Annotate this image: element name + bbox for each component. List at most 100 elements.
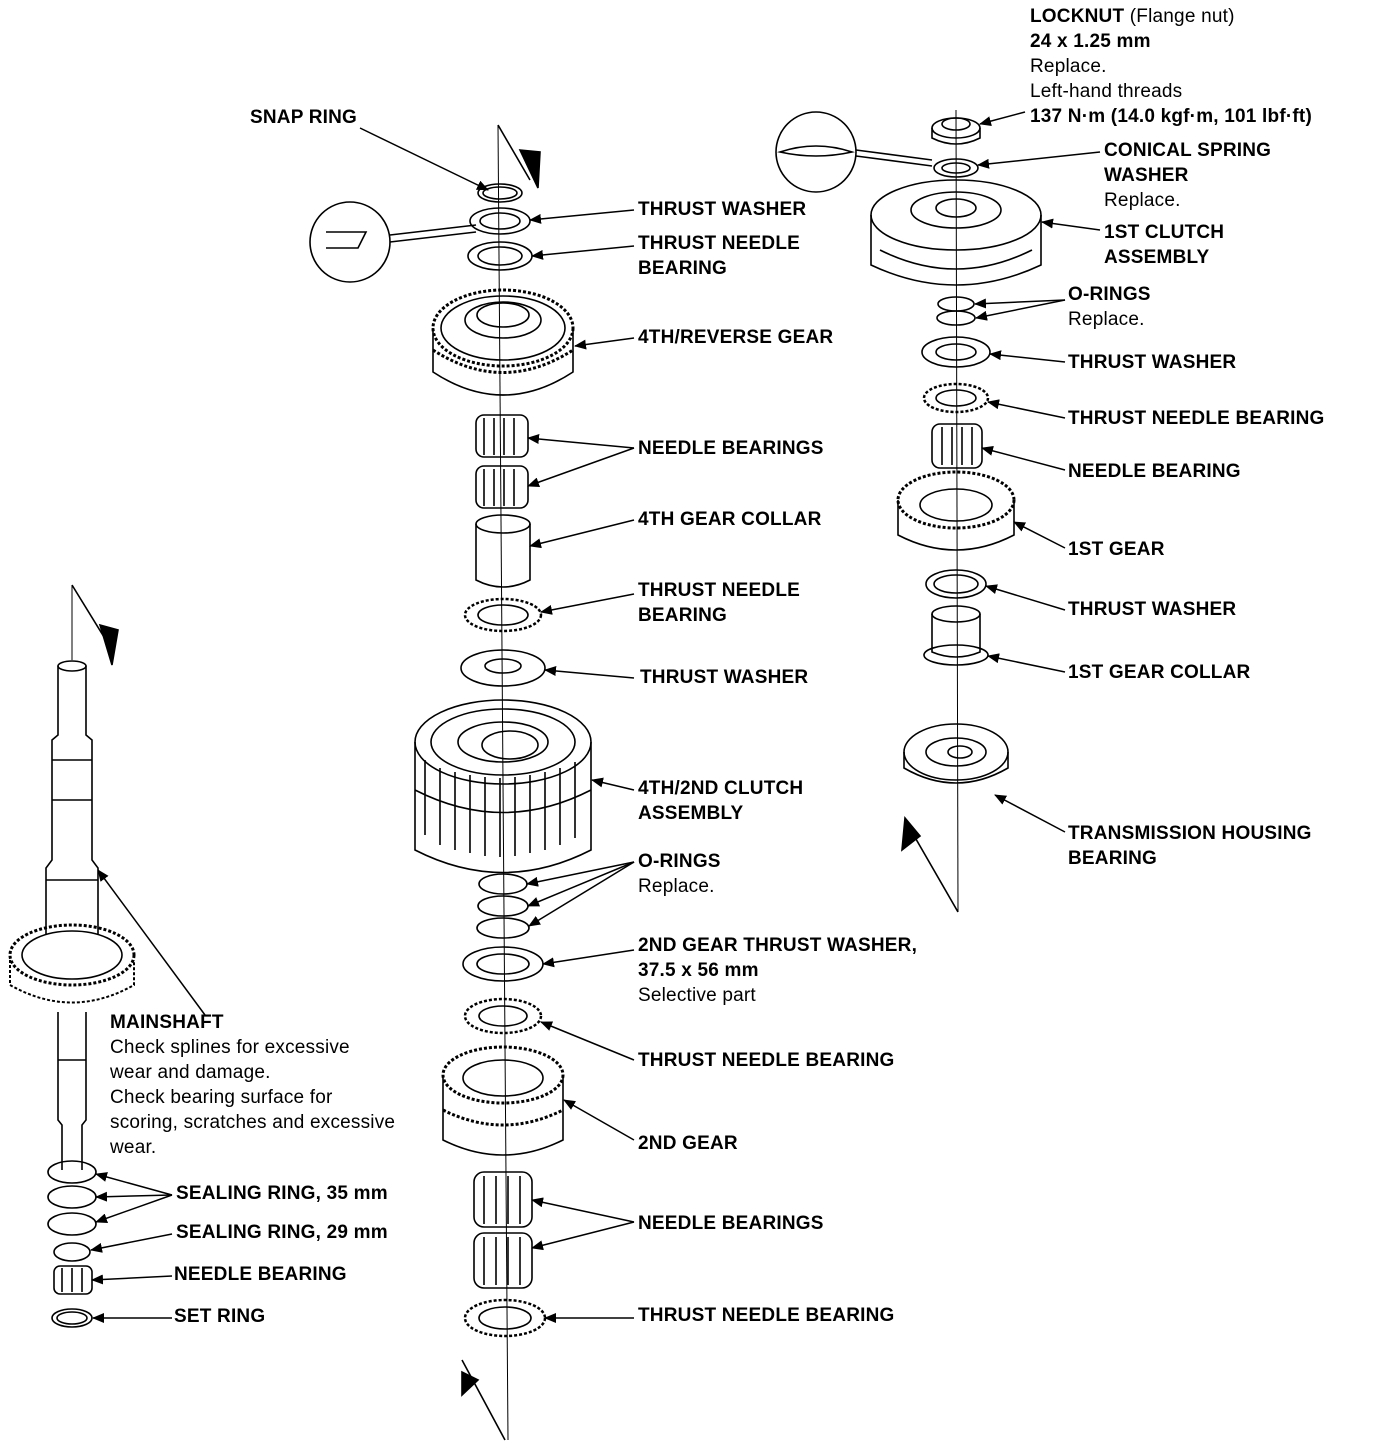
transmission-housing-bearing-part <box>903 723 1009 784</box>
leader-thrust-needle-bearing-r1 <box>987 399 1066 419</box>
label-needle-bearing-l: NEEDLE BEARING <box>174 1264 347 1285</box>
fourth-second-clutch-part <box>414 699 592 874</box>
label-thrust-needle-bearing-c2: THRUST NEEDLE BEARING <box>638 580 800 626</box>
leader-first-gear-collar <box>987 653 1066 673</box>
leader-thrust-washer-c2 <box>544 666 635 679</box>
leader-fourth-second-clutch <box>591 777 635 791</box>
leader-o-rings-right-2 <box>975 299 1066 321</box>
label-conical-spring-washer: CONICAL SPRING WASHER Replace. <box>1104 140 1272 211</box>
label-needle-bearings-c2: NEEDLE BEARINGS <box>638 1213 824 1234</box>
label-transmission-housing-bearing: TRANSMISSION HOUSING BEARING <box>1068 823 1312 869</box>
needle-bearing-part-l <box>53 1265 93 1295</box>
second-gear-part <box>441 1045 565 1156</box>
label-locknut: LOCKNUT (Flange nut) 24 x 1.25 mm Replac… <box>1030 6 1312 127</box>
leader-locknut <box>979 111 1026 126</box>
label-thrust-washer-c2: THRUST WASHER <box>640 667 809 688</box>
leader-thrust-needle-bearing-c1 <box>531 245 635 260</box>
needle-bearing-part-c1a <box>475 414 529 458</box>
thrust-needle-bearing-part-c2 <box>463 597 543 633</box>
first-gear-collar-part <box>923 605 989 666</box>
label-sealing-ring-35: SEALING RING, 35 mm <box>176 1183 388 1204</box>
thrust-needle-bearing-part-c4 <box>463 1298 547 1338</box>
leader-sealing-ring-35-b <box>95 1191 173 1202</box>
needle-bearing-part-r <box>931 423 983 469</box>
label-thrust-needle-bearing-c1: THRUST NEEDLE BEARING <box>638 233 800 279</box>
thrust-washer-part-c1 <box>469 207 531 235</box>
thrust-needle-bearing-part-r1 <box>922 382 990 414</box>
needle-bearing-part-c2b <box>473 1232 533 1289</box>
thrust-washer-part-r1 <box>921 336 991 368</box>
label-mainshaft: MAINSHAFT Check splines for excessive we… <box>110 1012 396 1158</box>
label-needle-bearings-c1: NEEDLE BEARINGS <box>638 438 824 459</box>
sealing-rings-part <box>47 1160 97 1262</box>
leader-conical-spring-washer <box>977 151 1101 169</box>
label-o-rings-right: O-RINGS Replace. <box>1068 284 1151 330</box>
label-needle-bearing-r: NEEDLE BEARING <box>1068 461 1241 482</box>
label-first-gear: 1ST GEAR <box>1068 539 1165 560</box>
thrust-washer-part-r2 <box>925 569 987 599</box>
mainshaft-part <box>8 660 136 1170</box>
leader-transmission-housing-bearing <box>994 794 1066 833</box>
snap-ring-part <box>477 183 523 203</box>
label-second-gear-thrust-washer: 2ND GEAR THRUST WASHER, 37.5 x 56 mm Sel… <box>638 935 918 1006</box>
leader-thrust-washer-r1 <box>989 350 1066 363</box>
snap-ring-detail-callout <box>309 201 477 283</box>
label-fourth-reverse-gear: 4TH/REVERSE GEAR <box>638 327 834 348</box>
o-rings-right-part <box>936 296 976 326</box>
leader-second-gear <box>563 1099 635 1141</box>
leader-first-clutch <box>1041 218 1101 231</box>
leader-sealing-ring-35-a <box>95 1172 173 1196</box>
set-ring-part <box>51 1308 93 1328</box>
leader-snap-ring <box>359 127 489 191</box>
leader-needle-bearings-c1b <box>527 447 635 487</box>
leader-sealing-ring-35-c <box>95 1194 173 1224</box>
left-axis <box>71 584 119 666</box>
label-thrust-washer-r2: THRUST WASHER <box>1068 599 1237 620</box>
leader-fourth-reverse-gear <box>574 337 635 350</box>
thrust-needle-bearing-part-c1 <box>467 241 533 271</box>
fourth-gear-collar-part <box>475 514 531 588</box>
leader-thrust-washer-r2 <box>985 584 1066 611</box>
label-second-gear: 2ND GEAR <box>638 1133 738 1154</box>
leader-o-rings-center-1 <box>526 861 635 887</box>
label-fourth-second-clutch-assembly: 4TH/2ND CLUTCH ASSEMBLY <box>638 778 804 824</box>
right-axis <box>901 109 959 913</box>
label-thrust-needle-bearing-c4: THRUST NEEDLE BEARING <box>638 1305 895 1326</box>
leader-needle-bearing-l <box>91 1274 173 1285</box>
label-fourth-gear-collar: 4TH GEAR COLLAR <box>638 509 822 530</box>
leader-thrust-needle-bearing-c2 <box>540 593 635 615</box>
leader-mainshaft <box>97 869 206 1016</box>
label-thrust-needle-bearing-r1: THRUST NEEDLE BEARING <box>1068 408 1325 429</box>
leader-sealing-ring-29 <box>90 1233 173 1253</box>
leader-needle-bearings-c2a <box>531 1197 635 1223</box>
label-first-gear-collar: 1ST GEAR COLLAR <box>1068 662 1251 683</box>
label-thrust-washer-r1: THRUST WASHER <box>1068 352 1237 373</box>
needle-bearing-part-c2a <box>473 1171 533 1228</box>
second-gear-thrust-washer-part <box>462 946 544 982</box>
label-sealing-ring-29: SEALING RING, 29 mm <box>176 1222 388 1243</box>
leader-needle-bearings-c1a <box>527 434 635 449</box>
first-clutch-part <box>870 179 1042 286</box>
leader-thrust-needle-bearing-c3 <box>540 1021 635 1061</box>
leader-needle-bearings-c2b <box>531 1221 635 1251</box>
locknut-detail-callout <box>775 111 933 193</box>
leader-o-rings-right-1 <box>974 298 1066 309</box>
leader-thrust-washer-c1 <box>529 209 635 224</box>
center-axis <box>461 124 541 1441</box>
thrust-washer-part-c2 <box>460 649 546 687</box>
label-set-ring: SET RING <box>174 1306 266 1327</box>
leader-first-gear <box>1013 521 1066 549</box>
leader-o-rings-center-3 <box>528 861 635 927</box>
leader-fourth-gear-collar <box>529 519 635 549</box>
label-thrust-washer-c1: THRUST WASHER <box>638 199 807 220</box>
fourth-reverse-gear-part <box>431 288 575 396</box>
leader-needle-bearing-r <box>981 445 1066 471</box>
label-o-rings-center: O-RINGS Replace. <box>638 851 721 897</box>
locknut-part <box>931 117 981 145</box>
label-thrust-needle-bearing-c3: THRUST NEEDLE BEARING <box>638 1050 895 1071</box>
o-rings-center-part <box>476 873 530 939</box>
first-gear-part <box>896 470 1016 551</box>
label-snap-ring: SNAP RING <box>250 107 358 128</box>
needle-bearing-part-c1b <box>475 465 529 509</box>
